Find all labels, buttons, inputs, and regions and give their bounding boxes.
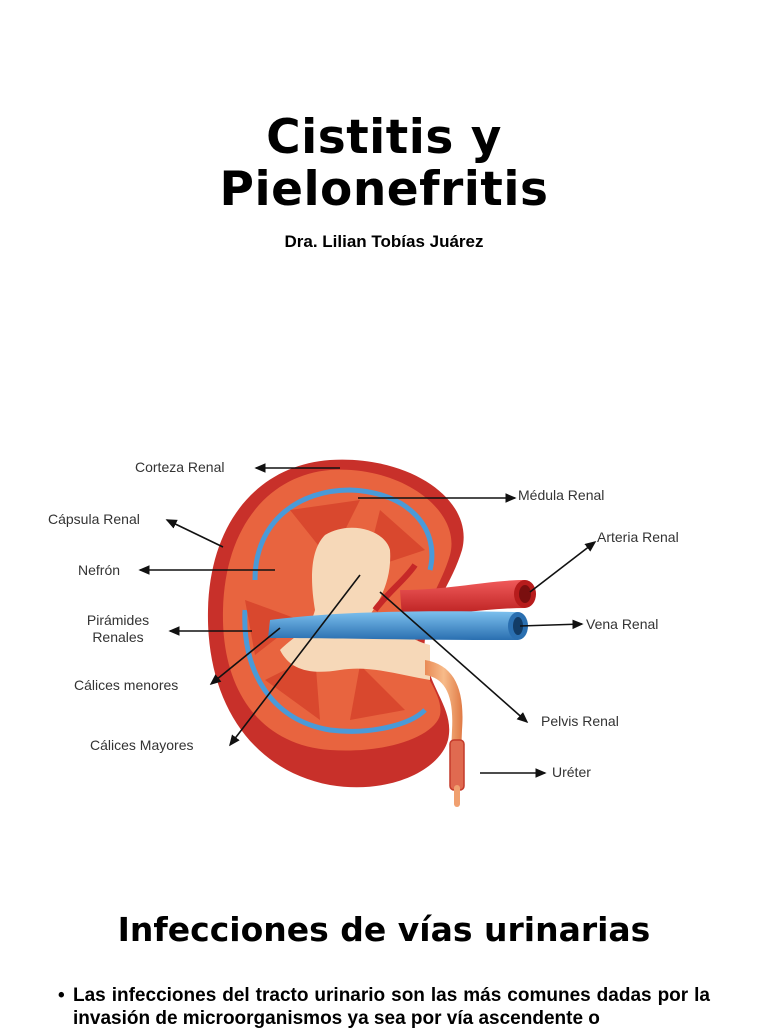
label-pelvis-renal: Pelvis Renal [541, 713, 619, 729]
kidney-diagram: Corteza Renal Cápsula Renal Nefrón Pirám… [30, 440, 742, 820]
label-corteza-renal: Corteza Renal [135, 459, 225, 475]
label-piramides-line-1: Pirámides [86, 612, 150, 628]
label-vena-renal: Vena Renal [586, 616, 659, 632]
label-capsula-renal: Cápsula Renal [48, 511, 140, 527]
label-medula-renal: Médula Renal [518, 487, 605, 503]
title-line-2: Pielonefritis [219, 162, 549, 217]
title-line-1: Cistitis y [266, 110, 502, 165]
label-calices-menores: Cálices menores [74, 677, 179, 693]
kidney-illustration-icon [138, 459, 597, 807]
label-calices-mayores: Cálices Mayores [90, 737, 194, 753]
label-arteria-renal: Arteria Renal [597, 529, 679, 545]
label-nefron: Nefrón [78, 562, 121, 578]
label-piramides-renales: Pirámides Renales [78, 612, 158, 646]
slide-title: Cistitis y Pielonefritis [0, 112, 768, 216]
bullet-icon: • [58, 985, 65, 1006]
label-ureter: Uréter [552, 764, 591, 780]
label-piramides-line-2: Renales [92, 629, 144, 645]
bullet-text: Las infecciones del tracto urinario son … [73, 985, 710, 1029]
slide2-heading: Infecciones de vías urinarias [117, 910, 651, 949]
author-name: Dra. Lilian Tobías Juárez [284, 232, 484, 251]
bullet-item: • Las infecciones del tracto urinario so… [58, 984, 710, 1030]
